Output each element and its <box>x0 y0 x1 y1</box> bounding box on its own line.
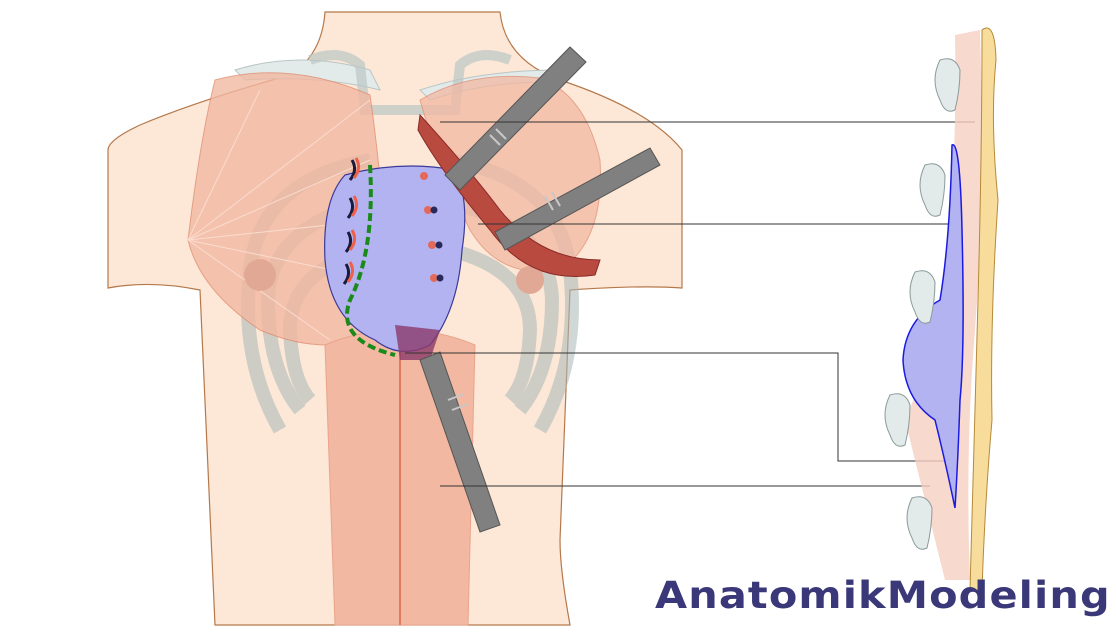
sagittal-rib <box>884 393 911 447</box>
sagittal-pectoralis-minor <box>902 144 964 509</box>
sagittal-skin-fat <box>969 27 999 591</box>
incision-line <box>345 164 396 357</box>
brand-logo: AnatomikModeling <box>655 574 1111 617</box>
sagittal-rib <box>906 496 933 550</box>
sagittal-section <box>884 27 999 591</box>
nipple-left <box>244 259 276 291</box>
retractor-lower <box>419 351 501 533</box>
leader-lines <box>405 121 975 487</box>
perforator-vessels <box>342 157 444 285</box>
sagittal-rib <box>934 58 961 112</box>
retractor-upper <box>444 46 587 191</box>
sagittal-rib <box>919 163 946 217</box>
pectoralis-minor-tendon <box>395 325 440 360</box>
nipple-right <box>516 266 544 294</box>
sagittal-rib <box>909 270 936 324</box>
